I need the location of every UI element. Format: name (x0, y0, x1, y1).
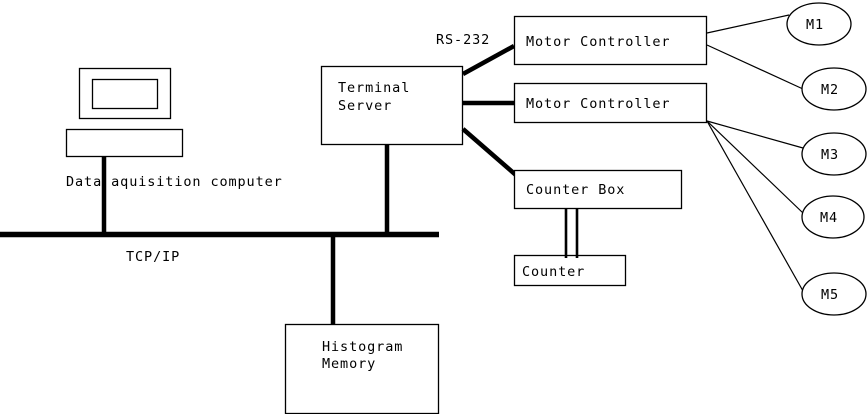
counter-shape (513, 254, 627, 287)
motor-controller-2-label: Motor Controller (526, 96, 670, 112)
motor-m5-shape (801, 272, 867, 316)
counter-box-label: Counter Box (526, 182, 625, 198)
cable-mc2-to-m5 (706, 120, 804, 292)
motor-m2-shape (801, 67, 867, 111)
motor-m1-label: M1 (806, 17, 824, 33)
rs232-label: RS-232 (436, 32, 490, 48)
motor-m3-label: M3 (821, 147, 839, 163)
motor-m4-shape (801, 195, 865, 239)
counter-label: Counter (522, 264, 585, 280)
histogram-memory-label-line2: Memory (322, 356, 376, 372)
motor-m1-shape (786, 2, 852, 46)
motor-controller-2-box (513, 82, 708, 124)
cable-mc1-to-m2 (706, 44, 804, 90)
rs232-link-counter-box (461, 127, 519, 178)
computer-base-unit (65, 128, 184, 158)
histogram-memory-box (284, 323, 440, 414)
counter-box-shape (513, 169, 683, 210)
rs232-link-motor-controller-1 (461, 44, 516, 76)
tcpip-label: TCP/IP (126, 249, 180, 265)
cable-mc2-to-m3 (706, 120, 804, 149)
motor-m2-label: M2 (821, 82, 839, 98)
motor-m4-label: M4 (820, 210, 838, 226)
cable-mc2-to-m4 (706, 120, 804, 214)
terminal-server-label-line2: Server (338, 98, 392, 114)
histogram-memory-label-line1: Histogram (322, 339, 403, 355)
motor-m3-shape (801, 132, 867, 176)
terminal-server-label-line1: Terminal (338, 80, 410, 96)
computer-monitor-screen (91, 78, 159, 110)
terminal-server-box (320, 65, 464, 146)
motor-m5-label: M5 (821, 287, 839, 303)
cable-mc1-to-m1 (706, 14, 790, 34)
motor-controller-1-box (513, 15, 708, 66)
motor-controller-1-label: Motor Controller (526, 34, 670, 50)
computer-label: Data aquisition computer (66, 174, 283, 190)
